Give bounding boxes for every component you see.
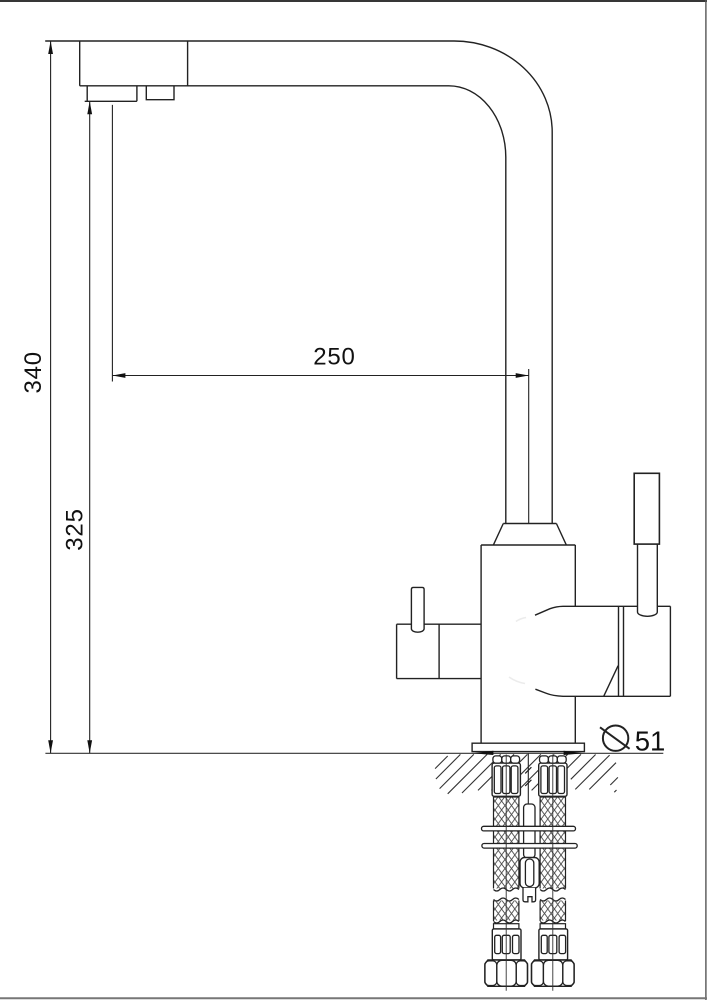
svg-text:325: 325	[61, 508, 88, 550]
svg-text:250: 250	[313, 344, 355, 371]
svg-text:340: 340	[20, 351, 47, 393]
svg-text:51: 51	[635, 725, 666, 756]
